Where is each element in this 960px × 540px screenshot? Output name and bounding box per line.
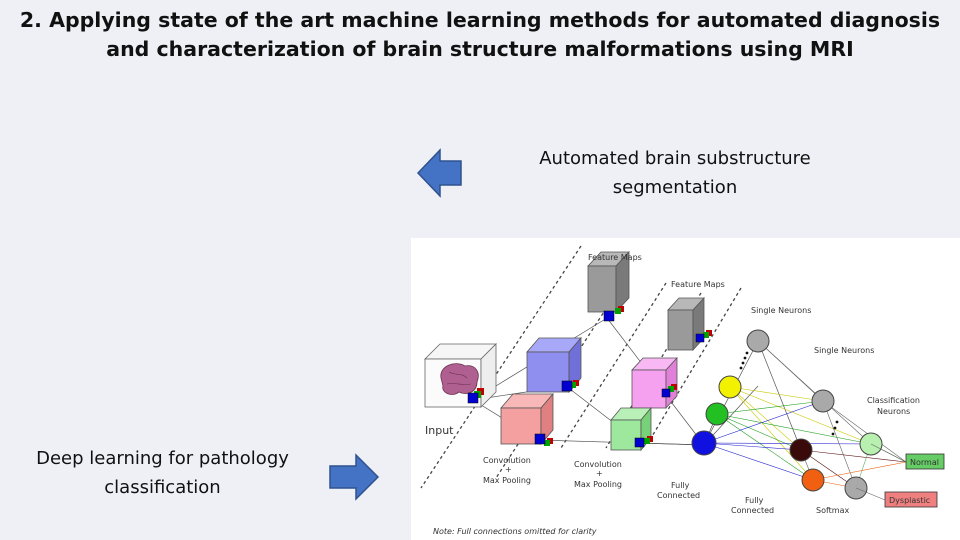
dysplastic-label: Dysplastic <box>889 496 930 505</box>
brain-icon <box>440 363 479 395</box>
neuron-brown <box>789 438 813 462</box>
feature-cube-pink <box>631 356 678 410</box>
feature-cube-gray-2 <box>667 296 705 352</box>
conv2-label-line-1: Convolution <box>574 460 622 469</box>
dysplastic-output-box <box>884 491 938 508</box>
deep-learning-caption: Deep learning for pathology classificati… <box>10 444 315 502</box>
conv2-label-line-2: + <box>596 469 603 478</box>
cnn-diagram: Feature Maps Feature Maps Single Neurons… <box>411 238 960 540</box>
feature-maps-label-2: Feature Maps <box>671 280 725 289</box>
cnn-diagram-svg: Feature Maps Feature Maps Single Neurons… <box>420 245 945 536</box>
left-arrow-icon <box>416 148 462 198</box>
neuron-orange <box>801 468 825 492</box>
ellipsis-dots <box>739 351 839 436</box>
fc1-label-line-1: Fully <box>671 481 690 490</box>
fc2-label-line-2: Connected <box>731 506 774 515</box>
neuron-gray-1 <box>746 329 770 353</box>
classification-neurons-label-2: Neurons <box>877 407 910 416</box>
fc2-label-line-1: Fully <box>745 496 764 505</box>
input-brain-cube <box>424 343 497 408</box>
feature-maps-label-1: Feature Maps <box>588 253 642 262</box>
fc1-label-line-2: Connected <box>657 491 700 500</box>
softmax-label: Softmax <box>816 506 849 515</box>
conv1-label-line-1: Convolution <box>483 456 531 465</box>
single-neurons-label-1: Single Neurons <box>751 306 811 315</box>
dense-connections <box>703 340 907 489</box>
title-line-1: 2. Applying state of the art machine lea… <box>19 8 941 32</box>
feature-cube-blue <box>526 336 582 394</box>
title-line-2: and characterization of brain structure … <box>106 37 854 61</box>
neuron-blue <box>691 430 717 456</box>
normal-label: Normal <box>910 458 939 467</box>
feature-cube-gray-1 <box>587 250 630 314</box>
segmentation-caption-line-1: Automated brain substructure <box>539 148 811 169</box>
slide-title: 2. Applying state of the art machine lea… <box>0 6 960 64</box>
segmentation-caption-line-2: segmentation <box>612 177 738 198</box>
deep-learning-caption-line-1: Deep learning for pathology <box>36 448 289 469</box>
deep-learning-caption-line-2: classification <box>104 477 221 498</box>
input-label: Input <box>425 424 454 437</box>
classification-neurons-label-1: Classification <box>867 396 920 405</box>
conv2-label-line-3: Max Pooling <box>574 480 622 489</box>
neuron-green <box>705 402 729 426</box>
feature-cube-red <box>500 392 554 446</box>
single-neurons-label-2: Single Neurons <box>814 346 874 355</box>
right-arrow-icon <box>329 453 380 501</box>
kernel-squares <box>467 306 712 448</box>
conv1-label-line-2: + <box>505 465 512 474</box>
neuron-yellow <box>718 375 742 399</box>
diagram-note: Note: Full connections omitted for clari… <box>433 527 597 536</box>
normal-output-box <box>905 453 945 470</box>
neuron-gray-2 <box>811 389 835 413</box>
segmentation-caption: Automated brain substructure segmentatio… <box>500 144 850 202</box>
conv1-label-line-3: Max Pooling <box>483 476 531 485</box>
